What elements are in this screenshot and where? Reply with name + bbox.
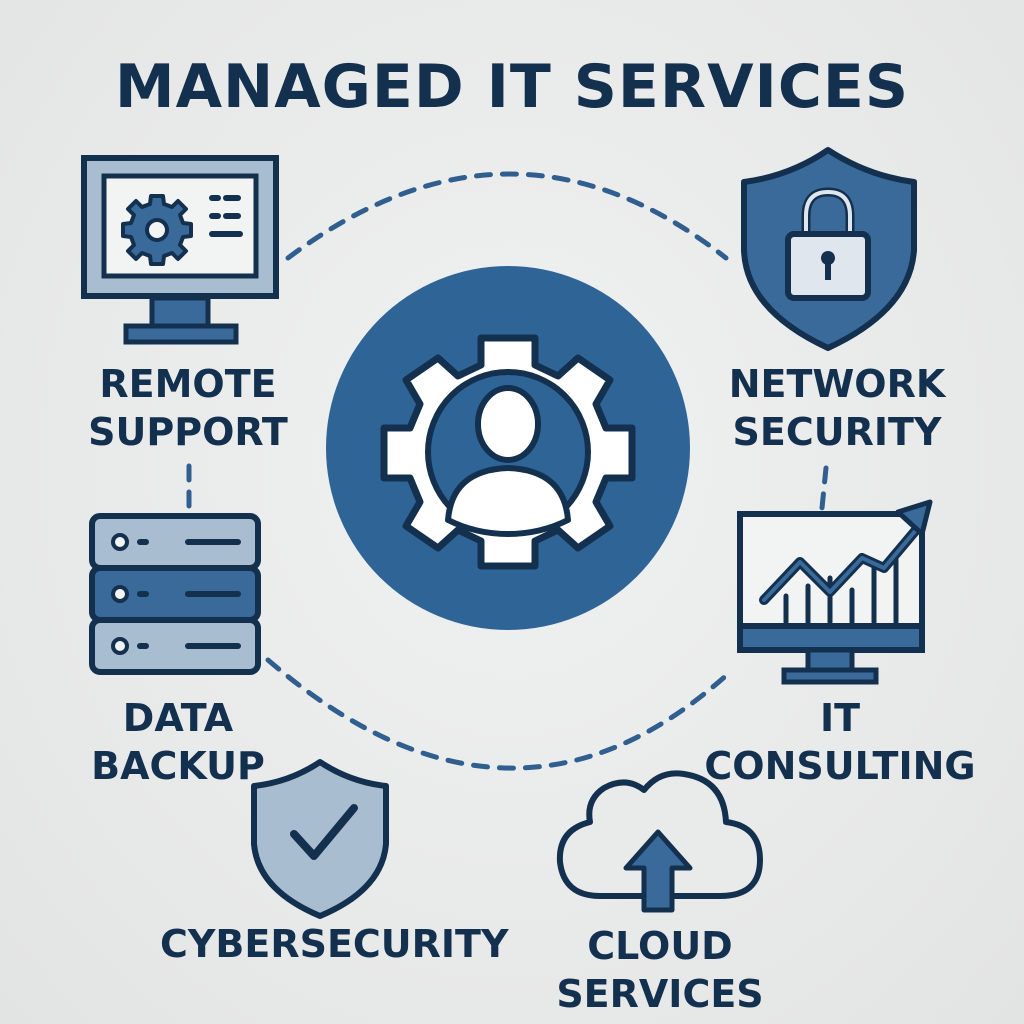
arc-bottom <box>265 657 733 771</box>
label-data-backup: DATA BACKUP <box>80 694 276 790</box>
label-network-security: NETWORK SECURITY <box>712 360 962 456</box>
shield-lock-icon <box>741 147 917 351</box>
gear-person-icon <box>326 266 690 630</box>
cloud-upload-icon <box>556 770 763 913</box>
label-remote-support-line2: SUPPORT <box>88 410 288 454</box>
label-remote-support-line1: REMOTE <box>99 362 277 406</box>
monitor-chart-icon <box>737 499 933 685</box>
label-cybersecurity: CYBERSECURITY <box>160 920 509 968</box>
label-remote-support: REMOTE SUPPORT <box>60 360 316 456</box>
label-cloud-services-line2: SERVICES <box>556 972 764 1016</box>
label-data-backup-line1: DATA <box>122 696 234 740</box>
label-cloud-services: CLOUD SERVICES <box>540 922 780 1018</box>
connector-right <box>819 465 829 511</box>
label-it-consulting-line1: IT <box>819 696 861 740</box>
label-it-consulting: IT CONSULTING <box>700 694 980 790</box>
shield-check-icon <box>251 759 389 919</box>
label-it-consulting-line2: CONSULTING <box>704 744 976 788</box>
label-data-backup-line2: BACKUP <box>91 744 265 788</box>
monitor-gear-icon <box>81 155 279 345</box>
label-cybersecurity-line1: CYBERSECURITY <box>160 922 509 966</box>
label-network-security-line2: SECURITY <box>732 410 942 454</box>
label-cloud-services-line1: CLOUD <box>587 924 733 968</box>
server-stack-icon <box>89 513 261 675</box>
diagram-title: MANAGED IT SERVICES <box>114 52 910 122</box>
connector-arcs <box>186 171 829 771</box>
arc-top <box>285 171 729 261</box>
label-network-security-line1: NETWORK <box>728 362 946 406</box>
